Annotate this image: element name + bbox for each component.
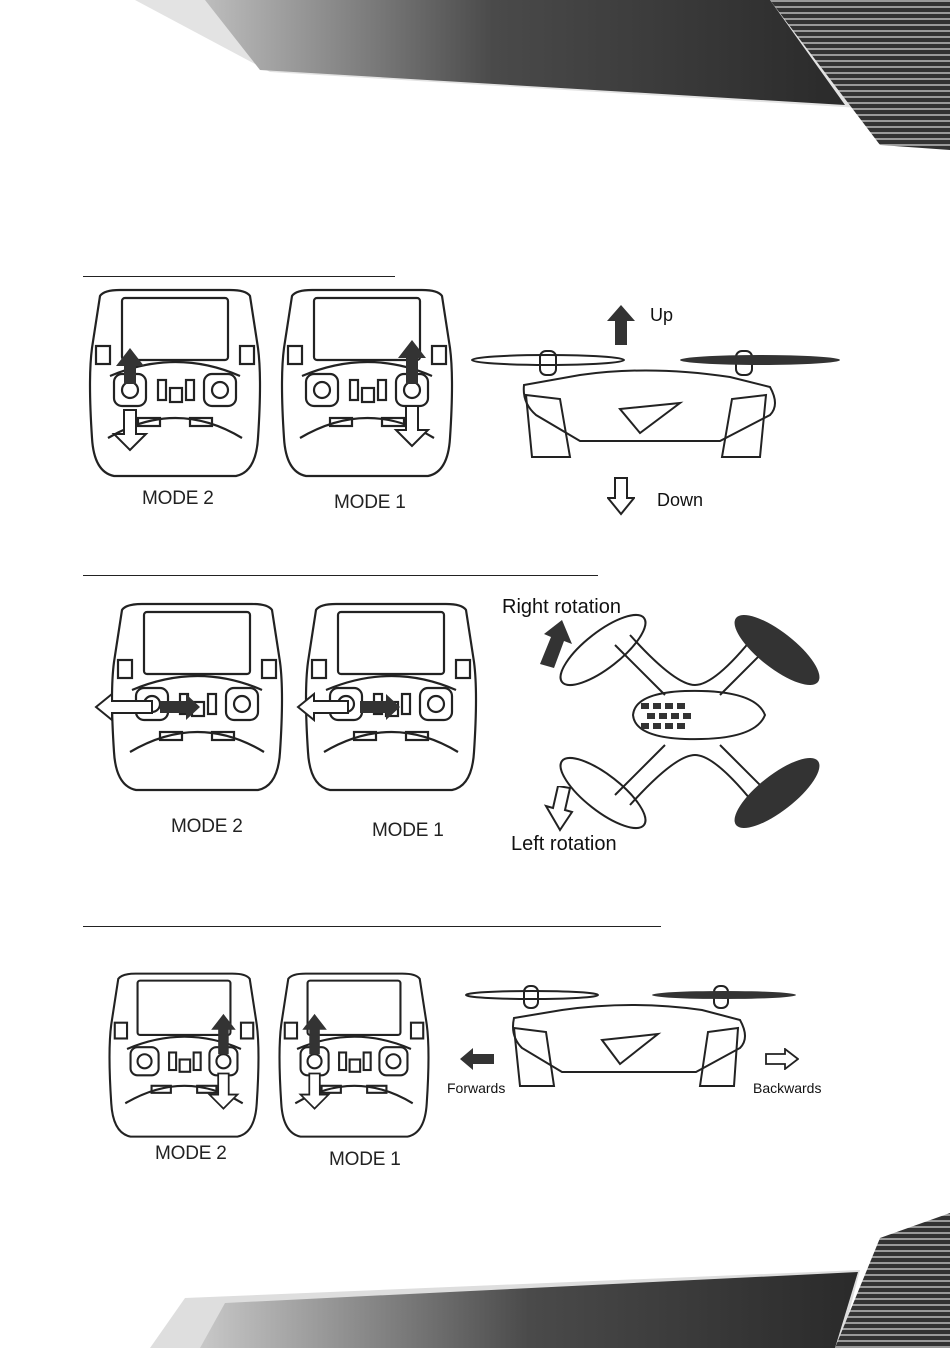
arrow-up-icon <box>607 305 635 345</box>
drone-side-view <box>462 982 802 1088</box>
footer-banner <box>0 1208 950 1348</box>
arrow-left-icon <box>94 692 154 722</box>
arrow-left-icon <box>460 1048 494 1070</box>
controller-mode1-throttle <box>278 288 456 480</box>
drone-side-view <box>470 345 840 465</box>
section-2-rule <box>83 575 598 576</box>
arrow-up-icon <box>536 620 580 668</box>
controller-mode1-pitch <box>276 966 432 1146</box>
arrow-up-icon <box>116 348 144 384</box>
section-3-rule <box>83 926 661 927</box>
arrow-right-icon <box>765 1048 799 1070</box>
drone-top-view <box>555 605 830 835</box>
mode-label: MODE 2 <box>171 816 243 838</box>
mode-label: MODE 1 <box>329 1149 401 1171</box>
arrow-down-icon <box>114 410 146 450</box>
down-label: Down <box>657 490 703 511</box>
controller-mode2-throttle <box>86 288 264 480</box>
backwards-label: Backwards <box>753 1080 821 1096</box>
mode-label: MODE 2 <box>155 1143 227 1165</box>
arrow-down-icon <box>607 476 635 516</box>
left-rotation-label: Left rotation <box>511 833 617 856</box>
mode-label: MODE 1 <box>334 492 406 514</box>
controller-mode2-pitch <box>106 966 262 1146</box>
arrow-left-icon <box>296 692 350 722</box>
right-rotation-label: Right rotation <box>502 596 621 619</box>
arrow-up-icon <box>398 340 426 384</box>
arrow-right-icon <box>160 692 202 722</box>
forwards-label: Forwards <box>447 1080 505 1096</box>
mode-label: MODE 1 <box>372 820 444 842</box>
header-banner <box>0 0 950 180</box>
arrow-down-icon <box>536 786 576 832</box>
mode-label: MODE 2 <box>142 488 214 510</box>
section-1-rule <box>83 276 395 277</box>
arrow-right-icon <box>360 692 402 722</box>
up-label: Up <box>650 305 673 326</box>
